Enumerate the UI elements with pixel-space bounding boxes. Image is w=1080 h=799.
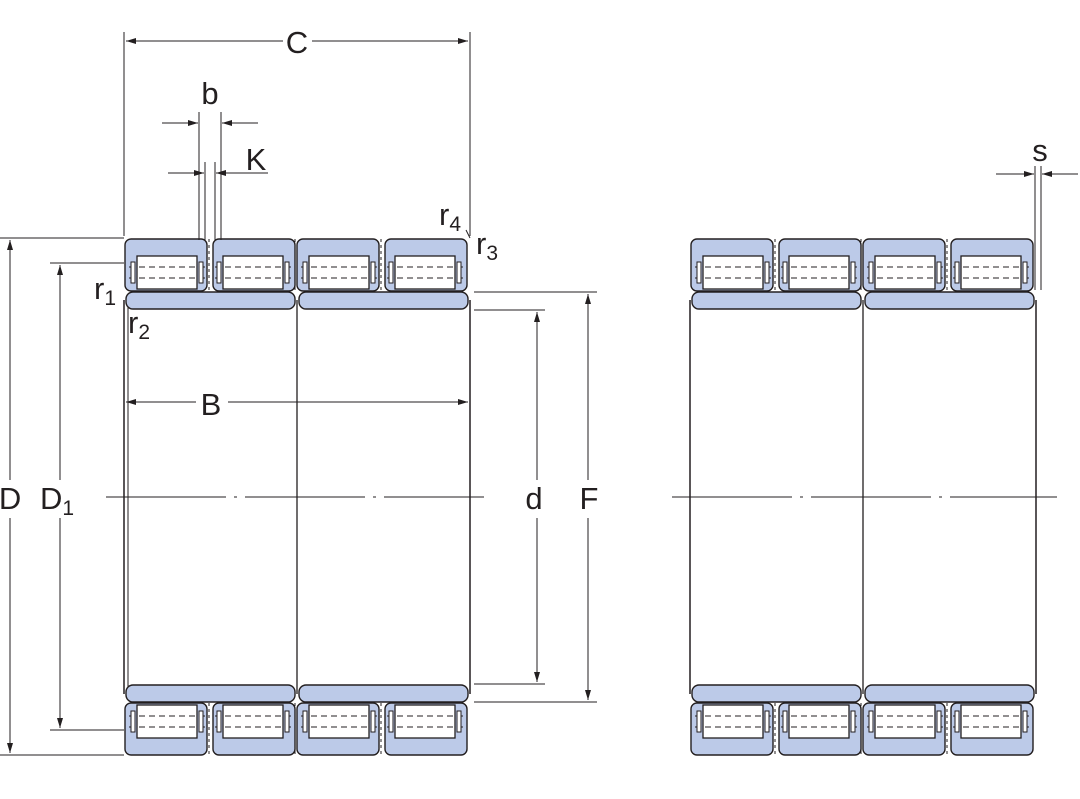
left-bearing-cage-pin-left-top-1 xyxy=(130,261,136,284)
left-bearing-cage-pin-left-bottom-3 xyxy=(302,710,308,733)
left-bearing-inner-ring-bottom-2 xyxy=(298,684,469,703)
dimension-labels: C b K B D D1 d F s r1 r2 r3 r4 xyxy=(0,25,1048,520)
right-bearing-cage-pin-left-top-4 xyxy=(954,261,960,284)
right-bearing-roller-bottom-4 xyxy=(960,704,1022,739)
left-bearing-roller-bottom-3 xyxy=(308,704,370,739)
label-r2-main: r xyxy=(128,305,138,340)
left-bearing-roller-top-2 xyxy=(222,255,284,290)
left-bearing-cage-pin-right-bottom-2 xyxy=(284,710,290,733)
label-f: F xyxy=(580,481,599,516)
right-bearing-inner-ring-bottom-1 xyxy=(691,684,862,703)
left-bearing-cage-pin-left-bottom-2 xyxy=(216,710,222,733)
right-bearing-roller-bottom-3 xyxy=(874,704,936,739)
label-r1-sub: 1 xyxy=(104,287,116,310)
label-r2: r2 xyxy=(128,305,150,344)
label-d1-sub: 1 xyxy=(62,497,74,520)
right-bearing-roller-bottom-1 xyxy=(702,704,764,739)
left-bearing-roller-bottom-2 xyxy=(222,704,284,739)
left-bearing-roller-top-3 xyxy=(308,255,370,290)
right-bearing-cage-pin-left-top-3 xyxy=(868,261,874,284)
left-bearing-cage-pin-left-bottom-1 xyxy=(130,710,136,733)
label-d1-main: D xyxy=(40,481,62,516)
right-bearing-roller-top-1 xyxy=(702,255,764,290)
left-bearing-cage-pin-right-top-4 xyxy=(456,261,462,284)
label-r1: r1 xyxy=(94,271,116,310)
left-bearing-roller-bottom-4 xyxy=(394,704,456,739)
left-bearing-cage-pin-left-top-2 xyxy=(216,261,222,284)
right-bearing-cage-pin-right-bottom-2 xyxy=(850,710,856,733)
left-bearing-inner-ring-top-2 xyxy=(298,291,469,310)
left-bearing-roller-top-4 xyxy=(394,255,456,290)
left-bearing-cage-pin-right-top-2 xyxy=(284,261,290,284)
bearing-geometry xyxy=(106,238,1057,756)
dimension-lines xyxy=(0,32,1078,756)
right-bearing-cage-pin-left-bottom-2 xyxy=(782,710,788,733)
right-bearing-roller-top-2 xyxy=(788,255,850,290)
label-r3-sub: 3 xyxy=(486,242,498,265)
label-r4-main: r xyxy=(439,197,449,232)
right-bearing-inner-ring-top-2 xyxy=(864,291,1035,310)
label-r3: r3 xyxy=(476,226,498,265)
label-bore-width: B xyxy=(201,387,222,422)
label-r2-sub: 2 xyxy=(138,321,150,344)
left-bearing-cage-pin-right-bottom-1 xyxy=(198,710,204,733)
left-bearing-inner-ring-top-1 xyxy=(125,291,296,310)
left-bearing-roller-bottom-1 xyxy=(136,704,198,739)
label-b: b xyxy=(201,76,218,111)
label-bore-diameter: d xyxy=(525,481,542,516)
left-bearing-cage-pin-left-bottom-4 xyxy=(388,710,394,733)
right-bearing-inner-ring-bottom-2 xyxy=(864,684,1035,703)
right-bearing-cage-pin-left-top-2 xyxy=(782,261,788,284)
label-k: K xyxy=(246,142,267,177)
label-r4: r4 xyxy=(439,197,461,236)
right-bearing-cage-pin-left-bottom-1 xyxy=(696,710,702,733)
left-bearing-cage-pin-right-bottom-3 xyxy=(370,710,376,733)
right-bearing-roller-top-4 xyxy=(960,255,1022,290)
left-bearing-inner-ring-bottom-1 xyxy=(125,684,296,703)
label-r3-main: r xyxy=(476,226,486,261)
right-bearing-cage-pin-left-bottom-3 xyxy=(868,710,874,733)
label-r1-main: r xyxy=(94,271,104,306)
left-bearing-cage-pin-right-top-1 xyxy=(198,261,204,284)
right-bearing-cage-pin-right-bottom-1 xyxy=(764,710,770,733)
right-bearing-cage-pin-right-bottom-3 xyxy=(936,710,942,733)
right-bearing-roller-bottom-2 xyxy=(788,704,850,739)
label-s: s xyxy=(1032,133,1048,168)
label-r4-sub: 4 xyxy=(449,213,461,236)
left-bearing-cage-pin-left-top-4 xyxy=(388,261,394,284)
right-bearing-cage-pin-right-bottom-4 xyxy=(1022,710,1028,733)
label-d1: D1 xyxy=(40,481,74,520)
left-bearing-cage-pin-right-bottom-4 xyxy=(456,710,462,733)
left-bearing-cage-pin-right-top-3 xyxy=(370,261,376,284)
right-bearing-cage-pin-left-bottom-4 xyxy=(954,710,960,733)
right-bearing-cage-pin-right-top-3 xyxy=(936,261,942,284)
right-bearing-roller-top-3 xyxy=(874,255,936,290)
right-bearing-cage-pin-right-top-4 xyxy=(1022,261,1028,284)
label-outer-diameter: D xyxy=(0,481,21,516)
left-bearing-cage-pin-left-top-3 xyxy=(302,261,308,284)
right-bearing-cage-pin-left-top-1 xyxy=(696,261,702,284)
left-bearing-roller-top-1 xyxy=(136,255,198,290)
right-bearing-inner-ring-top-1 xyxy=(691,291,862,310)
label-c: C xyxy=(286,25,308,60)
right-bearing-cage-pin-right-top-1 xyxy=(764,261,770,284)
right-bearing-cage-pin-right-top-2 xyxy=(850,261,856,284)
